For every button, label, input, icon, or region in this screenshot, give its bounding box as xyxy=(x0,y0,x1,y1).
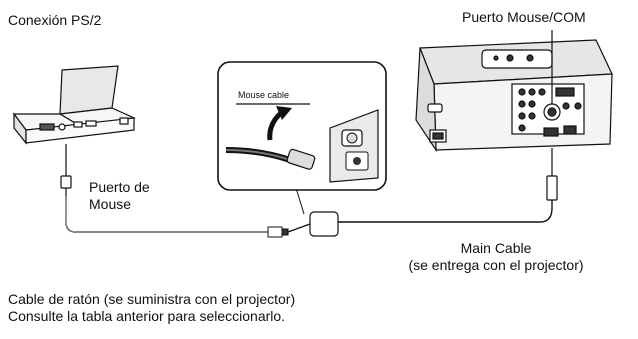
mouse-port-label-line1: Puerto de xyxy=(89,179,150,195)
mouse-port-label-line2: Mouse xyxy=(89,196,132,212)
main-cable-connector-icon xyxy=(546,148,558,201)
main-cable-label-line1: Main Cable xyxy=(460,240,532,256)
note-line1: Cable de ratón (se suministra con el pro… xyxy=(8,291,296,307)
main-cable-label: Main Cable (se entrega con el projector) xyxy=(386,240,606,274)
callout-pointer xyxy=(295,187,305,215)
adapter-box xyxy=(309,211,339,237)
main-cable-label-line2: (se entrega con el projector) xyxy=(408,257,584,273)
note-line2: Consulte la tabla anterior para seleccio… xyxy=(8,308,286,324)
port-mouse-com-label: Puerto Mouse/COM xyxy=(462,9,586,25)
mouse-cable-inset xyxy=(217,61,387,191)
mouse-cable-inset-label: Mouse cable xyxy=(238,90,290,100)
note-text: Cable de ratón (se suministra con el pro… xyxy=(8,291,295,325)
mouse-port-label: Puerto de Mouse xyxy=(89,179,169,213)
main-cable-line xyxy=(338,200,553,223)
mouse-cable-plug-icon xyxy=(267,226,289,238)
mouse-port-connector-icon xyxy=(60,144,72,196)
connection-title: Conexión PS/2 xyxy=(8,12,102,28)
laptop-illustration xyxy=(12,65,137,145)
projector-illustration xyxy=(415,30,613,153)
